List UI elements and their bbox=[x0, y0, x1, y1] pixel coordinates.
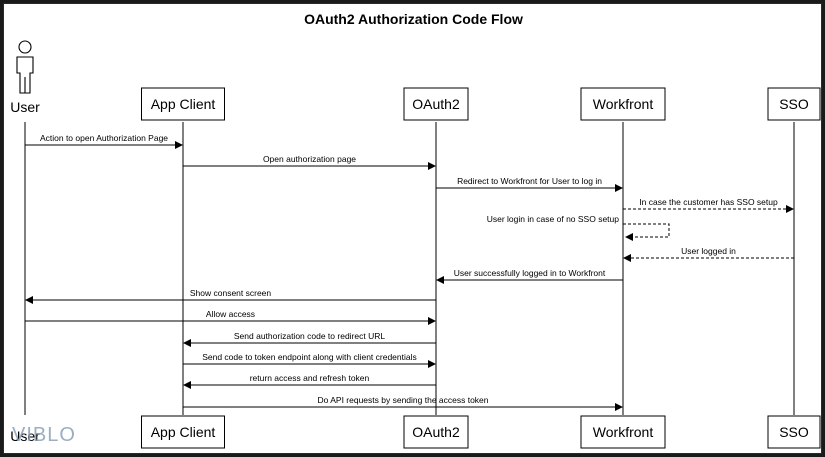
participant-label: SSO bbox=[779, 96, 809, 112]
participant-box-sso-top: SSO bbox=[767, 87, 821, 121]
message-label: User successfully logged in to Workfront bbox=[454, 268, 606, 278]
participant-box-wf-bottom: Workfront bbox=[580, 415, 666, 449]
participant-label: App Client bbox=[151, 96, 216, 112]
message-4: In case the customer has SSO setup bbox=[623, 197, 794, 213]
message-label: User logged in bbox=[681, 246, 736, 256]
message-1: Action to open Authorization Page bbox=[25, 133, 183, 149]
message-2: Open authorization page bbox=[183, 154, 436, 170]
watermark-logo: VIBLO bbox=[12, 424, 76, 446]
message-label: Show consent screen bbox=[190, 288, 272, 298]
message-12: return access and refresh token bbox=[183, 373, 436, 389]
message-label: In case the customer has SSO setup bbox=[639, 197, 778, 207]
participant-box-oauth-bottom: OAuth2 bbox=[403, 415, 469, 449]
participant-label: OAuth2 bbox=[412, 424, 460, 440]
participant-label-top: User bbox=[10, 99, 40, 115]
participant-box-wf-top: Workfront bbox=[580, 87, 666, 121]
message-label: Action to open Authorization Page bbox=[40, 133, 168, 143]
participant-label-bottom: User bbox=[10, 428, 40, 444]
message-label: Open authorization page bbox=[263, 154, 356, 164]
participant-box-sso-bottom: SSO bbox=[767, 415, 821, 449]
message-label: Send code to token endpoint along with c… bbox=[202, 352, 417, 362]
message-10: Send authorization code to redirect URL bbox=[183, 331, 436, 347]
participant-label: SSO bbox=[779, 424, 809, 440]
message-9: Allow access bbox=[25, 309, 436, 325]
message-label: Redirect to Workfront for User to log in bbox=[457, 176, 602, 186]
participant-label: Workfront bbox=[593, 424, 654, 440]
actor-icon bbox=[16, 40, 34, 94]
participant-label: Workfront bbox=[593, 96, 654, 112]
message-6: User logged in bbox=[623, 246, 794, 262]
message-11: Send code to token endpoint along with c… bbox=[183, 352, 436, 368]
participant-box-oauth-top: OAuth2 bbox=[403, 87, 469, 121]
participant-label: App Client bbox=[151, 424, 216, 440]
message-13: Do API requests by sending the access to… bbox=[183, 395, 623, 411]
message-5: User login in case of no SSO setup bbox=[487, 214, 670, 241]
message-label: User login in case of no SSO setup bbox=[487, 214, 620, 224]
message-label: Send authorization code to redirect URL bbox=[234, 331, 385, 341]
participant-label: OAuth2 bbox=[412, 96, 460, 112]
message-label: Allow access bbox=[206, 309, 255, 319]
participant-box-app-top: App Client bbox=[141, 87, 225, 121]
message-arrow bbox=[623, 223, 670, 241]
message-8: Show consent screen bbox=[25, 288, 436, 304]
message-3: Redirect to Workfront for User to log in bbox=[436, 176, 623, 192]
message-7: User successfully logged in to Workfront bbox=[436, 268, 623, 284]
participant-box-app-bottom: App Client bbox=[141, 415, 225, 449]
message-label: return access and refresh token bbox=[250, 373, 370, 383]
diagram-title: OAuth2 Authorization Code Flow bbox=[304, 11, 523, 27]
message-label: Do API requests by sending the access to… bbox=[317, 395, 488, 405]
